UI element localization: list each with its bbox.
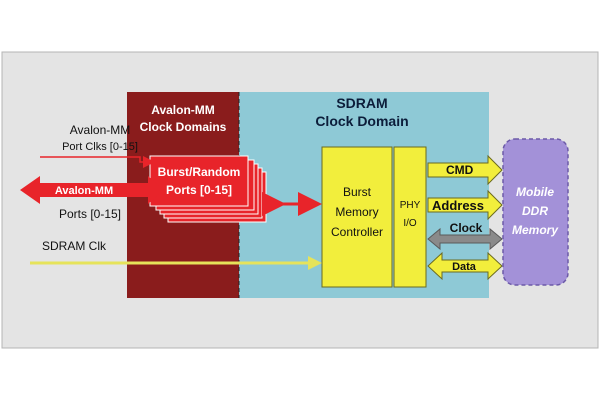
address-label: Address <box>432 198 484 213</box>
sdram-domain-title-line2: Clock Domain <box>315 113 408 129</box>
data-arrow <box>427 251 503 281</box>
memory-line1: Mobile <box>516 185 554 199</box>
sdram-clk-arrowhead <box>308 256 322 270</box>
memory-line2: DDR <box>522 204 548 218</box>
controller-line3: Controller <box>331 225 383 239</box>
port-clocks-arrow <box>40 156 155 168</box>
controller-line1: Burst <box>343 185 372 199</box>
phy-io-block <box>393 146 427 288</box>
clock-label: Clock <box>450 221 483 235</box>
port-clks-label-line2: Port Clks [0-15] <box>62 141 138 153</box>
ports-label-line2: Ports [0-15] <box>59 207 121 221</box>
avalon-domain-title-line2: Clock Domains <box>140 120 227 134</box>
address-arrow <box>427 189 503 221</box>
memory-line3: Memory <box>512 223 559 237</box>
mobile-ddr-memory <box>502 138 569 286</box>
avalon-mm-ports-arrow <box>20 176 164 204</box>
avalon-mm-arrow-label: Avalon-MM <box>55 185 113 197</box>
cmd-arrow <box>427 154 503 186</box>
sdram-clk-label: SDRAM Clk <box>42 239 107 253</box>
sdram-domain-title-line1: SDRAM <box>336 95 387 111</box>
data-label: Data <box>452 261 477 273</box>
phy-line2: I/O <box>403 218 417 229</box>
port-clks-label-line1: Avalon-MM <box>70 123 130 137</box>
burst-memory-controller <box>321 146 393 288</box>
cmd-label: CMD <box>446 163 474 177</box>
controller-line2: Memory <box>335 205 378 219</box>
ports-block-line2: Ports [0-15] <box>166 183 232 197</box>
port-stack <box>149 155 267 223</box>
ports-block-line1: Burst/Random <box>158 165 241 179</box>
clock-arrow <box>427 227 503 251</box>
avalon-domain-title-line1: Avalon-MM <box>151 103 215 117</box>
phy-line1: PHY <box>400 200 421 211</box>
burst-random-ports-block <box>149 155 249 207</box>
